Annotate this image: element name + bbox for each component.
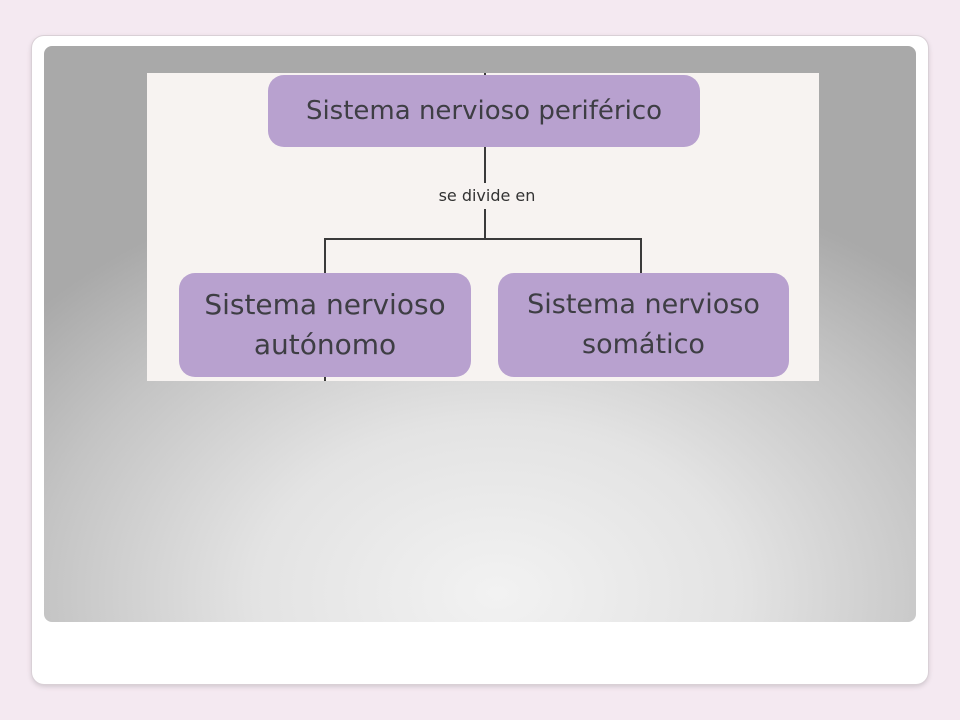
edge-label: se divide en (422, 183, 552, 209)
node-sistema-nervioso-somatico: Sistema nervioso somático (498, 273, 789, 377)
connector-horizontal (324, 238, 642, 240)
node-sistema-nervioso-periferico: Sistema nervioso periférico (268, 75, 700, 147)
node-label: Sistema nervioso periférico (305, 96, 663, 126)
connector-left-bottom-stub (324, 377, 326, 381)
node-sistema-nervioso-autonomo: Sistema nervioso autónomo (179, 273, 471, 377)
connector-right-drop (640, 238, 642, 273)
node-label: Sistema nervioso autónomo (204, 288, 446, 361)
node-label: Sistema nervioso somático (527, 289, 760, 360)
connector-left-drop (324, 238, 326, 273)
diagram-image: se divide en Sistema nervioso periférico… (147, 73, 819, 381)
connector-top-stub (484, 73, 486, 76)
